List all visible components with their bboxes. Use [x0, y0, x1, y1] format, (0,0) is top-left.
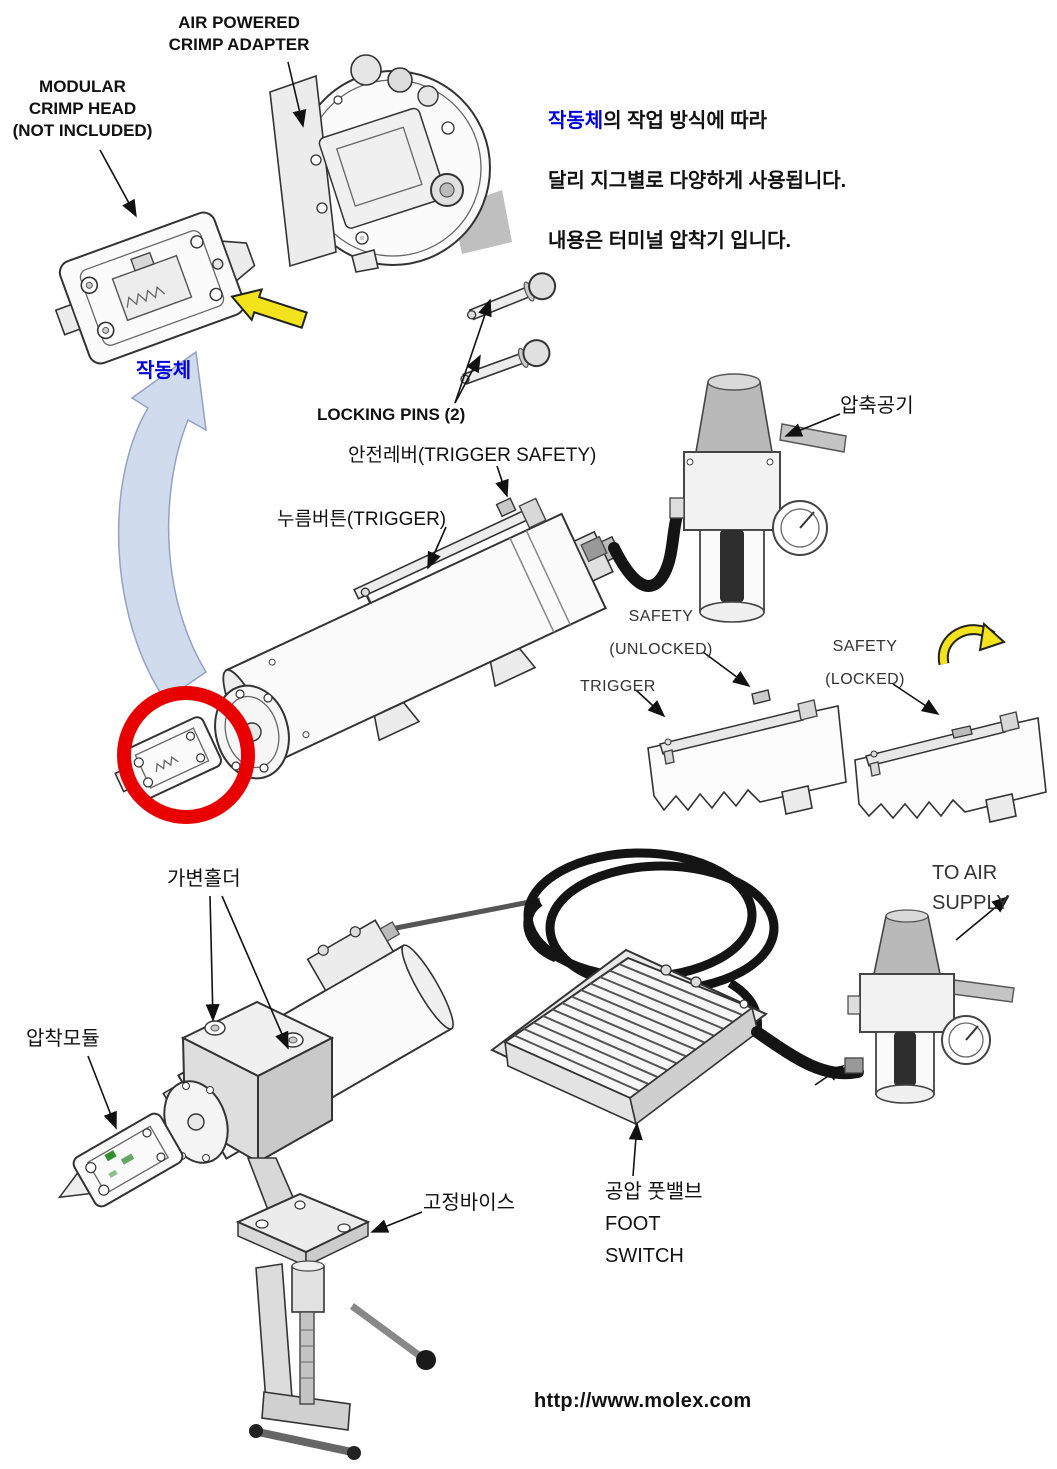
safety-flip-arrow-icon [937, 622, 1006, 666]
foot-switch-drawing [490, 948, 768, 1126]
korean-note-highlight: 작동체 [548, 110, 604, 132]
crimp-module-head-drawing [57, 1112, 184, 1208]
safety-locked-label: SAFETY (LOCKED) [825, 638, 905, 688]
locking-pin-2-drawing [460, 339, 551, 385]
bench-crimp-unit-drawing [57, 919, 454, 1211]
modular-crimp-head-drawing [54, 211, 256, 365]
air-filter-regulator-2-drawing [847, 909, 1015, 1104]
locking-pin-1-drawing [466, 272, 557, 321]
trigger-safety-shape [495, 497, 517, 518]
variable-holder-label: 가변홀더 [167, 868, 241, 890]
compressed-air-label: 압축공기 [840, 395, 914, 417]
footer-url: http://www.molex.com [534, 1390, 752, 1412]
korean-note-line2: 달리 지그별로 다양하게 사용됩니다. [548, 170, 847, 192]
to-air-supply-label: TO AIR SUPPLY [932, 862, 1010, 914]
locking-pins-label: LOCKING PINS (2) [317, 405, 466, 424]
adapter-label: AIR POWERED CRIMP ADAPTER [168, 13, 310, 54]
yellow-arrow-icon [230, 288, 308, 329]
blue-flow-arrow-icon [117, 350, 208, 702]
air-hose-1 [580, 506, 684, 592]
korean-note-line3: 내용은 터미널 압착기 입니다. [548, 230, 792, 252]
foot-switch-label: 공압 풋밸브 FOOT SWITCH [605, 1181, 703, 1267]
vise-clamp-drawing [235, 1192, 436, 1460]
korean-note-line1-rest: 의 작업 방식에 따라 [603, 110, 768, 132]
trigger-detail-unlocked-drawing [647, 689, 847, 815]
trigger-safety-label: 안전레버(TRIGGER SAFETY) [348, 445, 597, 466]
crimp-module-label: 압착모듈 [26, 1028, 100, 1050]
fixing-vise-label: 고정바이스 [423, 1192, 515, 1214]
trigger-label: 누름버튼(TRIGGER) [277, 509, 447, 530]
air-filter-regulator-drawing [669, 373, 847, 623]
korean-note: 작동체의 작업 방식에 따라 달리 지그별로 다양하게 사용됩니다. 내용은 터… [548, 76, 846, 286]
red-highlight-circle [117, 686, 255, 824]
crimp-adapter-drawing [269, 54, 512, 273]
safety-tab-unlocked [751, 689, 771, 705]
leader-lines [87, 61, 1010, 1233]
crimp-head-label: MODULAR CRIMP HEAD (NOT INCLUDED) [12, 77, 153, 140]
safety-tab-locked [951, 725, 973, 739]
korean-note-line1: 작동체의 작업 방식에 따라 [548, 106, 846, 136]
actuator-label: 작동체 [136, 360, 192, 382]
trigger-detail-label: TRIGGER [580, 678, 656, 695]
safety-unlocked-label: SAFETY (UNLOCKED) [609, 608, 713, 658]
trigger-detail-locked-drawing [854, 711, 1047, 823]
air-hose-2 [751, 1026, 864, 1080]
vise-handle-ball [416, 1350, 436, 1370]
